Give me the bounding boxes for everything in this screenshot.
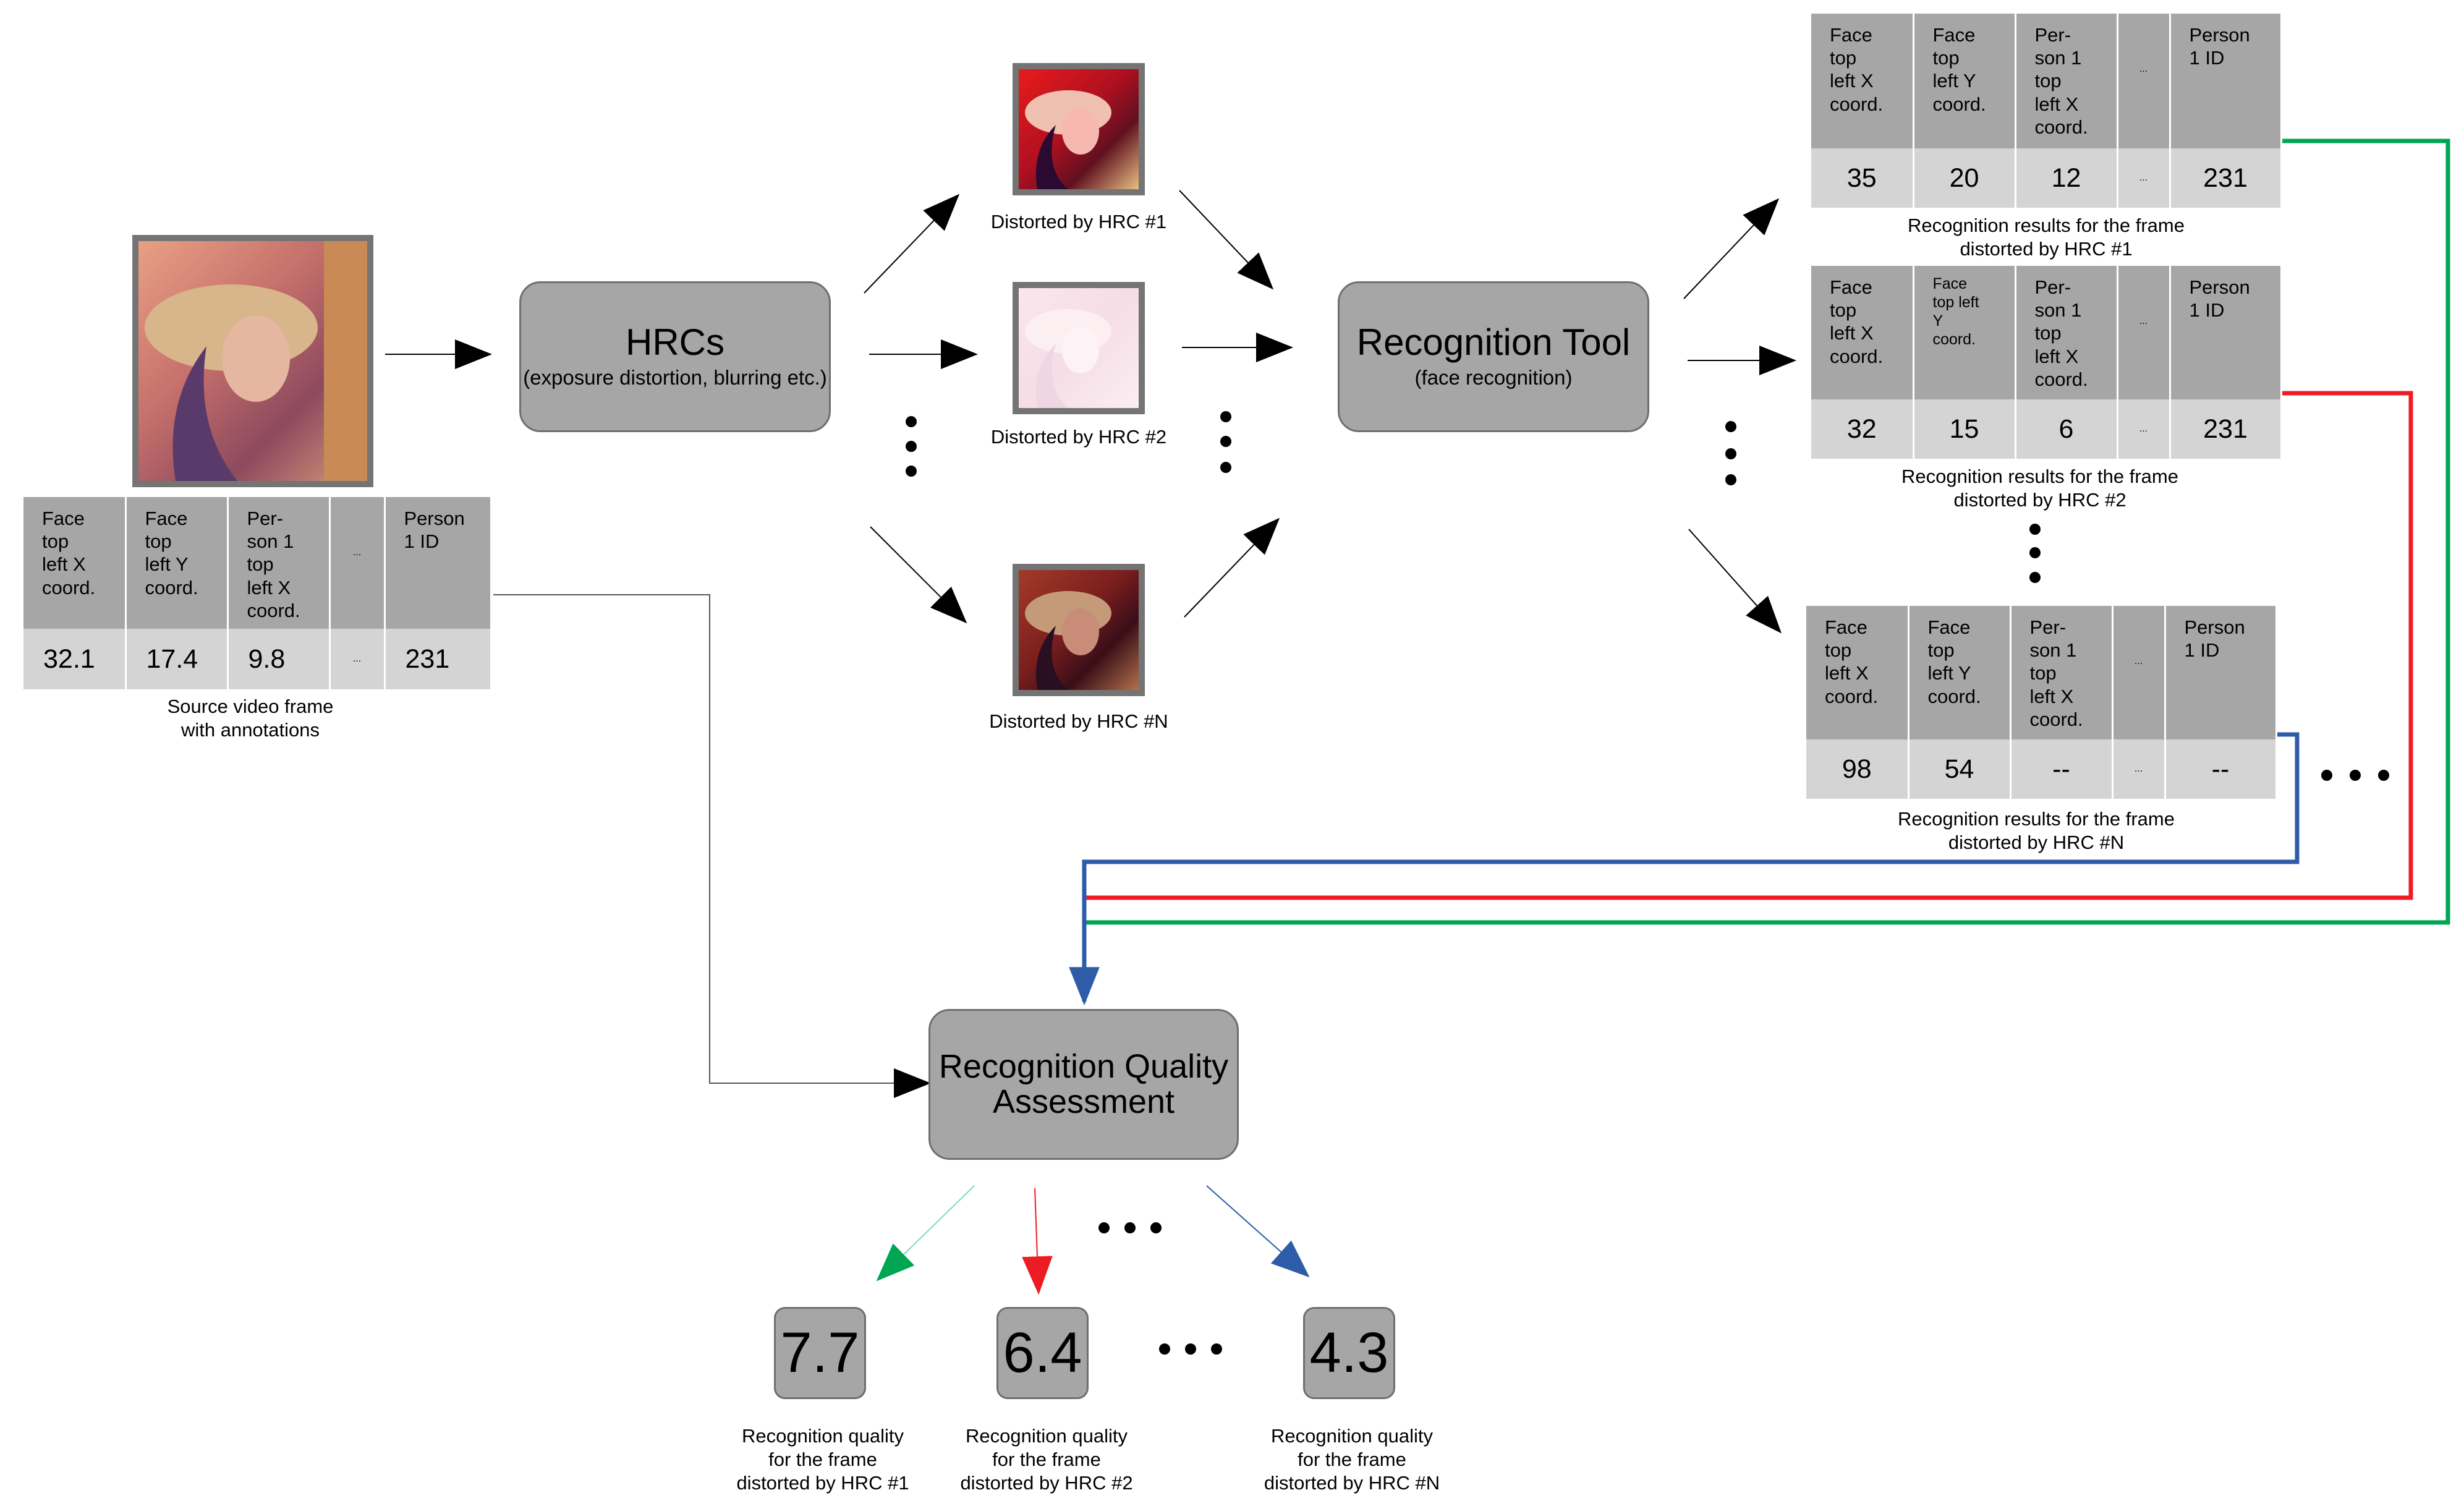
source-header-id: Person 1 ID: [384, 497, 492, 629]
source-value-x: 32.1: [23, 629, 127, 689]
resultn-value-id: --: [2165, 739, 2277, 799]
arrow-tool-to-result1: [1683, 198, 1780, 299]
tool-subtitle: (face recognition): [1414, 366, 1573, 389]
arrow-hrc1-to-tool: [1179, 190, 1274, 290]
ellipsis-results: [2029, 524, 2041, 583]
score-caption-hrcn: Recognition quality for the frame distor…: [1264, 1425, 1440, 1494]
resultn-value-x: 98: [1806, 739, 1910, 799]
hrcs-title: HRCs: [626, 321, 724, 363]
hrcs-box: HRCs (exposure distortion, blurring etc.…: [519, 281, 831, 432]
source-header-y: Face top left Y coord.: [125, 497, 229, 629]
resultn-header-id: Person 1 ID: [2165, 606, 2277, 739]
result-table-hrc1: Face top left X coord. Face top left Y c…: [1811, 14, 2282, 208]
recognition-tool-box: Recognition Tool (face recognition): [1338, 281, 1649, 432]
result1-header-y: Face top left Y coord.: [1913, 14, 2016, 148]
distorted-image-hrc2: [1013, 282, 1145, 414]
line-green-result1: [1082, 138, 2450, 964]
portrait-icon: [145, 241, 367, 481]
ellipsis-hrcs: [906, 416, 917, 477]
arrow-assessment-to-score2: [1022, 1188, 1053, 1295]
result2-caption: Recognition results for the frame distor…: [1901, 466, 2178, 511]
result1-value-x: 35: [1811, 148, 1914, 208]
result-table-hrcn: Face top left X coord. Face top left Y c…: [1806, 606, 2277, 799]
distorted-image-hrcn: [1013, 564, 1145, 696]
source-value-ellipsis: ...: [329, 629, 386, 689]
source-annotation-table: Face top left X coord. Face top left Y c…: [23, 497, 492, 689]
result1-header-id: Person 1 ID: [2170, 14, 2282, 148]
arrow-assessment-to-score1: [876, 1185, 975, 1282]
resultn-value-person-x: --: [2010, 739, 2114, 799]
ellipsis-tool-outputs: [1725, 421, 1736, 485]
source-value-y: 17.4: [125, 629, 229, 689]
result1-value-y: 20: [1913, 148, 2016, 208]
ellipsis-scores: [1159, 1343, 1222, 1355]
resultn-value-ellipsis: ...: [2112, 739, 2166, 799]
resultn-header-y: Face top left Y coord.: [1908, 606, 2012, 739]
result-table-hrc2: Face top left X coord. Face top left Y c…: [1811, 266, 2282, 459]
result1-value-ellipsis: ...: [2117, 148, 2171, 208]
score-hrcn: 4.3: [1303, 1307, 1395, 1399]
result2-value-person-x: 6: [2015, 399, 2118, 459]
source-caption: Source video frame with annotations: [167, 696, 334, 741]
score-caption-hrc1: Recognition quality for the frame distor…: [736, 1425, 909, 1494]
resultn-value-y: 54: [1908, 739, 2012, 799]
caption-hrc2: Distorted by HRC #2: [990, 426, 1167, 448]
result2-value-ellipsis: ...: [2117, 399, 2171, 459]
resultn-caption: Recognition results for the frame distor…: [1898, 808, 2175, 853]
result2-header-y: Face top left Y coord.: [1913, 266, 2016, 399]
source-frame-image: [132, 235, 373, 487]
resultn-header-x: Face top left X coord.: [1806, 606, 1910, 739]
source-header-ellipsis: ...: [329, 497, 386, 629]
result2-value-x: 32: [1811, 399, 1914, 459]
result1-value-id: 231: [2170, 148, 2282, 208]
ellipsis-assessment-arrows: [1098, 1222, 1162, 1233]
tool-title: Recognition Tool: [1356, 321, 1631, 363]
result2-header-person-x: Per- son 1 top left X coord.: [2015, 266, 2118, 399]
score-hrc1: 7.7: [774, 1307, 866, 1399]
portrait-icon: [1025, 591, 1111, 690]
result1-header-ellipsis: ...: [2117, 14, 2171, 148]
result2-header-x: Face top left X coord.: [1811, 266, 1914, 399]
result2-header-ellipsis: ...: [2117, 266, 2171, 399]
score-hrc2: 6.4: [996, 1307, 1089, 1399]
distorted-image-hrc1: [1013, 63, 1145, 195]
source-header-person-x: Per- son 1 top left X coord.: [227, 497, 331, 629]
arrow-hrcs-to-hrcn: [870, 526, 967, 624]
line-blue-resultn: [1069, 732, 2300, 1006]
result1-header-x: Face top left X coord.: [1811, 14, 1914, 148]
arrow-assessment-to-score3: [1206, 1185, 1310, 1278]
ellipsis-results-right: [2321, 770, 2389, 781]
result1-caption: Recognition results for the frame distor…: [1908, 215, 2185, 260]
caption-hrc1: Distorted by HRC #1: [990, 211, 1167, 232]
resultn-header-person-x: Per- son 1 top left X coord.: [2010, 606, 2114, 739]
score-caption-hrc2: Recognition quality for the frame distor…: [960, 1425, 1133, 1494]
resultn-header-ellipsis: ...: [2112, 606, 2166, 739]
arrow-tool-to-resultn: [1688, 529, 1782, 634]
source-value-id: 231: [384, 629, 492, 689]
result2-value-id: 231: [2170, 399, 2282, 459]
result1-header-person-x: Per- son 1 top left X coord.: [2015, 14, 2118, 148]
arrow-hrcs-to-hrc1: [864, 194, 960, 294]
hrcs-subtitle: (exposure distortion, blurring etc.): [523, 366, 827, 389]
ellipsis-tool-inputs: [1220, 411, 1231, 473]
source-header-x: Face top left X coord.: [23, 497, 127, 629]
arrow-source-to-assessment: [493, 594, 931, 1098]
assessment-title: Recognition Quality Assessment: [938, 1048, 1229, 1120]
quality-assessment-box: Recognition Quality Assessment: [928, 1009, 1239, 1160]
arrow-hrcn-to-tool: [1184, 517, 1280, 618]
result2-value-y: 15: [1913, 399, 2016, 459]
portrait-icon: [1025, 309, 1111, 408]
source-value-person-x: 9.8: [227, 629, 331, 689]
result1-value-person-x: 12: [2015, 148, 2118, 208]
portrait-icon: [1025, 90, 1111, 189]
result2-header-id: Person 1 ID: [2170, 266, 2282, 399]
caption-hrcn: Distorted by HRC #N: [989, 710, 1168, 732]
